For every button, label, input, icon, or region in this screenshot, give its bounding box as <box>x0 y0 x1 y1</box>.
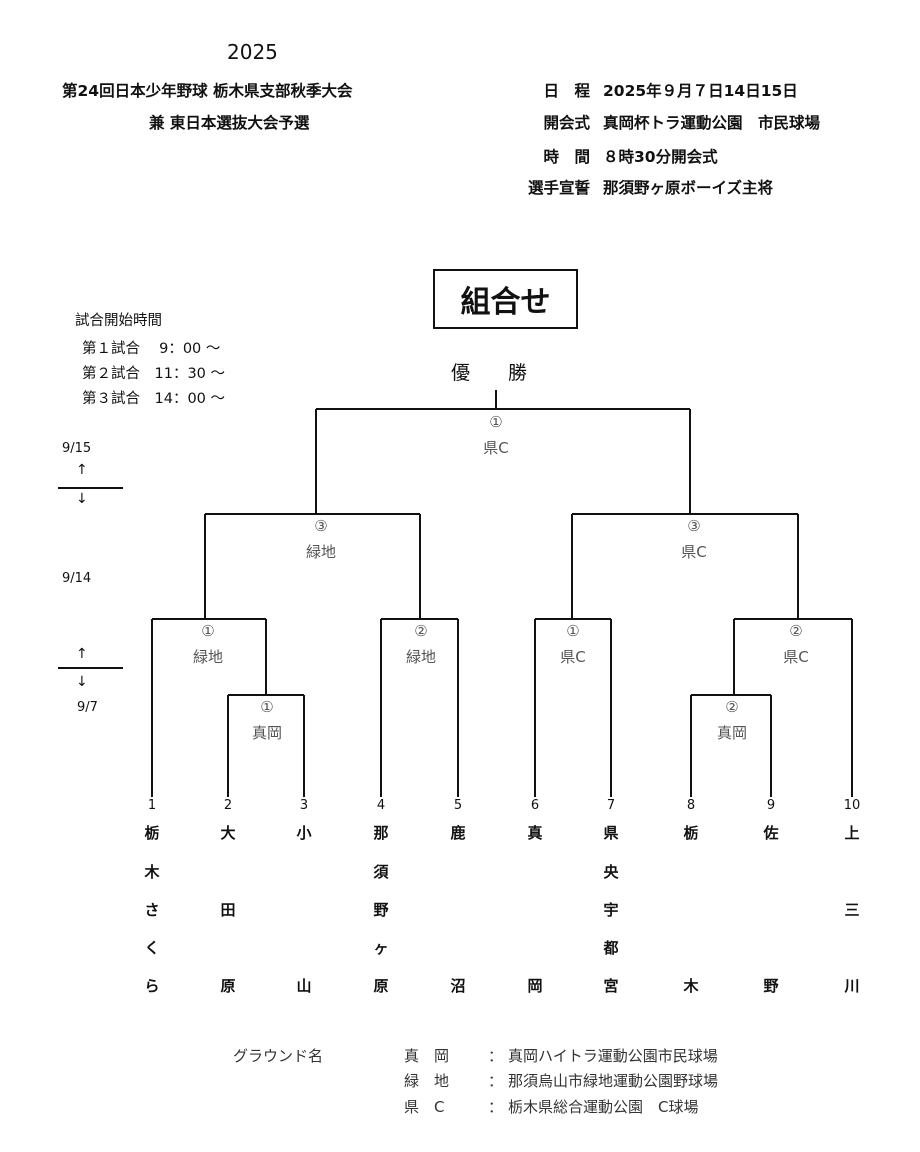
game-number-qf3: ① <box>566 622 579 640</box>
info-label-time: 時 間 <box>543 148 590 166</box>
team-name-char: 小 <box>296 824 312 842</box>
team-name-char: 木 <box>683 977 699 995</box>
game-number-semi-left: ③ <box>314 517 327 535</box>
team-name-char: 三 <box>844 901 860 919</box>
team-name-char: 山 <box>296 977 312 995</box>
team-name-char: 佐 <box>763 824 779 842</box>
game-number-r1-a: ① <box>260 698 273 716</box>
team-name-char: 鹿 <box>450 824 466 842</box>
team-number: 3 <box>299 798 309 813</box>
schedule-row-3: 第３試合 14：00 〜 <box>82 391 226 407</box>
team-name-char: 栃 <box>144 824 160 842</box>
champion-label: 優 勝 <box>451 362 528 384</box>
info-value-ceremony: 真岡杯トラ運動公園 市民球場 <box>603 114 821 132</box>
team-name-char: 原 <box>220 977 236 995</box>
team-name-char: さ <box>144 901 160 919</box>
tournament-title: 第24回日本少年野球 栃木県支部秋季大会 <box>62 82 353 100</box>
info-value-schedule: 2025年９月７日14日15日 <box>603 82 798 100</box>
game-number-semi-right: ③ <box>687 517 700 535</box>
date-label-first-round: 9/7 <box>77 700 98 715</box>
ground-venue: 真岡ハイトラ運動公園市民球場 <box>508 1047 718 1065</box>
ground-name: 真 岡 <box>404 1047 450 1065</box>
schedule-row-2: 第２試合 11：30 〜 <box>82 366 226 382</box>
venue-qf1: 緑地 <box>193 648 223 666</box>
team-name-char: 岡 <box>527 977 543 995</box>
team-name-char: 野 <box>373 901 389 919</box>
team-name-char: 上 <box>844 824 860 842</box>
game-number-final: ① <box>489 413 502 431</box>
year: 2025 <box>227 40 278 64</box>
schedule-row-1: 第１試合 9：00 〜 <box>82 341 221 357</box>
team-name-char: 栃 <box>683 824 699 842</box>
venue-r1-a: 真岡 <box>252 724 282 742</box>
info-label-schedule: 日 程 <box>543 82 590 100</box>
game-number-r1-b: ② <box>725 698 738 716</box>
venue-qf2: 緑地 <box>406 648 436 666</box>
team-number: 2 <box>223 798 233 813</box>
tournament-subtitle: 兼 東日本選抜大会予選 <box>149 114 310 132</box>
team-number: 4 <box>376 798 386 813</box>
team-name-char: ヶ <box>373 939 389 957</box>
info-label-ceremony: 開会式 <box>543 114 590 132</box>
team-number: 7 <box>606 798 616 813</box>
up-arrow-icon: ↑ <box>76 462 88 478</box>
team-name-char: 都 <box>603 939 619 957</box>
ground-separator: ： <box>488 1047 504 1065</box>
date-label-final: 9/15 <box>62 441 92 456</box>
venue-qf3: 県C <box>560 648 585 666</box>
team-name-char: 宮 <box>603 977 619 995</box>
ground-venue: 栃木県総合運動公園 C球場 <box>508 1098 699 1116</box>
team-name-char: ら <box>144 977 160 995</box>
venue-qf4: 県C <box>783 648 808 666</box>
grounds-heading: グラウンド名 <box>233 1047 324 1065</box>
team-name-char: 央 <box>603 863 619 881</box>
team-name-char: く <box>144 939 160 957</box>
venue-final: 県C <box>483 439 508 457</box>
team-name-char: 木 <box>144 863 160 881</box>
venue-semi-left: 緑地 <box>306 543 336 561</box>
team-name-char: 川 <box>844 977 860 995</box>
ground-venue: 那須烏山市緑地運動公園野球場 <box>508 1072 719 1090</box>
team-number: 9 <box>766 798 776 813</box>
team-number: 10 <box>843 798 861 813</box>
team-number: 5 <box>453 798 463 813</box>
game-number-qf2: ② <box>414 622 427 640</box>
team-name-char: 宇 <box>603 901 619 919</box>
team-name-char: 沼 <box>450 977 466 995</box>
game-number-qf1: ① <box>201 622 214 640</box>
game-number-qf4: ② <box>789 622 802 640</box>
date-label-semifinal: 9/14 <box>62 571 92 586</box>
team-name-char: 原 <box>373 977 389 995</box>
down-arrow-icon: ↓ <box>76 491 88 507</box>
ground-name: 緑 地 <box>404 1072 450 1090</box>
combination-title: 組合せ <box>433 269 578 329</box>
team-number: 8 <box>686 798 696 813</box>
schedule-heading: 試合開始時間 <box>75 313 162 329</box>
up-arrow-icon: ↑ <box>76 646 88 662</box>
down-arrow-icon: ↓ <box>76 674 88 690</box>
team-name-char: 田 <box>220 901 236 919</box>
team-name-char: 野 <box>763 977 779 995</box>
ground-name: 県 C <box>404 1098 445 1116</box>
info-label-oath: 選手宣誓 <box>527 179 590 197</box>
team-name-char: 真 <box>527 824 543 842</box>
team-number: 1 <box>147 798 157 813</box>
team-name-char: 大 <box>220 824 236 842</box>
ground-separator: ： <box>488 1072 504 1090</box>
team-number: 6 <box>530 798 540 813</box>
team-name-char: 那 <box>373 824 389 842</box>
team-name-char: 県 <box>603 824 619 842</box>
venue-r1-b: 真岡 <box>717 724 747 742</box>
venue-semi-right: 県C <box>681 543 706 561</box>
info-value-oath: 那須野ヶ原ボーイズ主将 <box>603 179 774 197</box>
team-name-char: 須 <box>373 863 389 881</box>
info-value-time: ８時30分開会式 <box>603 148 718 166</box>
ground-separator: ： <box>488 1098 504 1116</box>
